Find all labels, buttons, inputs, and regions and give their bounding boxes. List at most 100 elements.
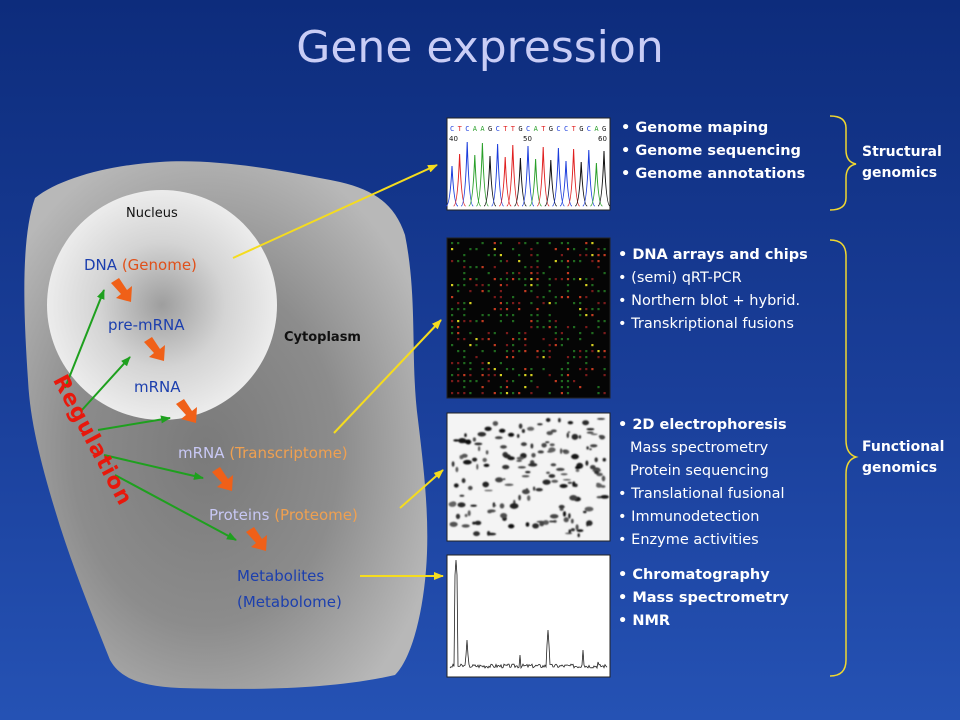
- microarray-spot: [457, 326, 460, 329]
- microarray-spot: [524, 344, 527, 347]
- gel-spot: [473, 531, 480, 537]
- microarray-spot: [560, 392, 563, 395]
- microarray-spot: [505, 272, 509, 275]
- microarray-spot: [457, 290, 460, 293]
- microarray-spot: [524, 386, 527, 389]
- microarray-spot: [481, 350, 484, 353]
- microarray-spot: [499, 290, 502, 293]
- microarray-spot: [536, 266, 539, 269]
- gel-spot: [545, 441, 550, 444]
- microarray-panel: [446, 237, 611, 399]
- microarray-spot: [457, 362, 460, 365]
- gel-spot: [596, 483, 603, 488]
- proteome-method: Enzyme activities: [618, 529, 787, 552]
- gel-spot: [549, 514, 559, 519]
- sequence-tick-50: 50: [523, 135, 532, 143]
- microarray-spot: [548, 374, 551, 377]
- gel-spot: [583, 510, 587, 514]
- gel-spot: [500, 513, 508, 519]
- microarray-spot: [469, 374, 472, 377]
- microarray-spot: [512, 278, 515, 281]
- gel-spots: [448, 418, 609, 538]
- microarray-spot: [512, 320, 515, 323]
- microarray-spot: [481, 362, 484, 365]
- sequence-base: C: [564, 125, 568, 133]
- gel-spot: [509, 503, 519, 509]
- microarray-spot: [475, 344, 478, 347]
- gel-spot: [485, 450, 489, 455]
- link-arrows: [232, 164, 444, 580]
- microarray-spot: [469, 380, 472, 383]
- genome-label: (Genome): [121, 256, 197, 274]
- gel-spot: [472, 457, 478, 462]
- microarray-spot: [475, 338, 478, 341]
- gel-spot: [594, 457, 598, 463]
- gel-spot: [567, 481, 573, 484]
- microarray-spot: [530, 368, 533, 371]
- microarray-spot: [566, 374, 570, 377]
- microarray-spot: [505, 392, 509, 395]
- microarray-spot: [597, 326, 600, 329]
- sequence-base: C: [587, 125, 591, 133]
- microarray-spot: [530, 320, 533, 323]
- gel-spot: [464, 433, 467, 438]
- microarray-spot: [469, 344, 472, 347]
- gel-spot: [602, 457, 606, 462]
- regulation-arrows: [64, 289, 237, 541]
- microarray-spot: [487, 374, 490, 377]
- microarray-spot: [463, 386, 466, 389]
- sequence-base: A: [594, 125, 599, 133]
- gel-spot: [594, 470, 599, 475]
- gel-spot: [468, 485, 473, 491]
- microarray-spot: [518, 374, 521, 377]
- regulation-arrow-metabolites: [114, 474, 237, 541]
- gel-spot: [600, 495, 609, 499]
- sequence-base: T: [503, 125, 508, 133]
- microarray-spot: [451, 260, 454, 263]
- gel-spot: [495, 477, 504, 483]
- microarray-spot: [518, 272, 521, 275]
- microarray-spot: [463, 380, 466, 383]
- microarray-spot: [499, 242, 502, 245]
- gel-spot: [563, 511, 566, 517]
- microarray-spot: [512, 350, 515, 353]
- microarray-spot: [566, 260, 570, 263]
- gel-spot: [586, 446, 589, 450]
- microarray-spot: [524, 374, 527, 377]
- microarray-spot: [597, 260, 600, 263]
- microarray-spot: [463, 302, 466, 305]
- microarray-spot: [536, 308, 539, 311]
- microarray-spot: [475, 320, 478, 323]
- sequence-peak: [597, 150, 611, 207]
- microarray-spot: [536, 320, 539, 323]
- microarray-spot: [585, 296, 588, 299]
- gel-spot: [448, 501, 457, 507]
- gel-spot: [530, 443, 534, 449]
- gel-spot: [461, 453, 468, 458]
- gel-spot: [542, 520, 549, 525]
- microarray-spot: [457, 380, 460, 383]
- microarray-spot: [487, 368, 490, 371]
- gel-spot: [458, 438, 467, 444]
- gel-spot: [477, 432, 487, 437]
- microarray-spot: [524, 242, 527, 245]
- microarray-spot: [499, 296, 502, 299]
- transcriptome-label: (Transcriptome): [229, 444, 348, 462]
- microarray-spot: [542, 338, 545, 341]
- gel-spot: [503, 478, 506, 480]
- microarray-spot: [481, 386, 484, 389]
- structural-genomics-label: Structural genomics: [862, 142, 942, 184]
- gel-spot: [522, 489, 530, 495]
- gel-spot: [527, 495, 531, 501]
- gel-spot: [504, 483, 514, 486]
- gel-spot: [525, 471, 531, 474]
- microarray-spot: [603, 254, 606, 257]
- regulation-arrow-proteins: [103, 454, 204, 480]
- nucleus: [47, 190, 277, 420]
- microarray-spot: [499, 308, 502, 311]
- gel-spot: [558, 504, 565, 509]
- microarray-spot: [560, 242, 563, 245]
- gel-spot: [532, 523, 539, 529]
- microarray-spot: [505, 344, 509, 347]
